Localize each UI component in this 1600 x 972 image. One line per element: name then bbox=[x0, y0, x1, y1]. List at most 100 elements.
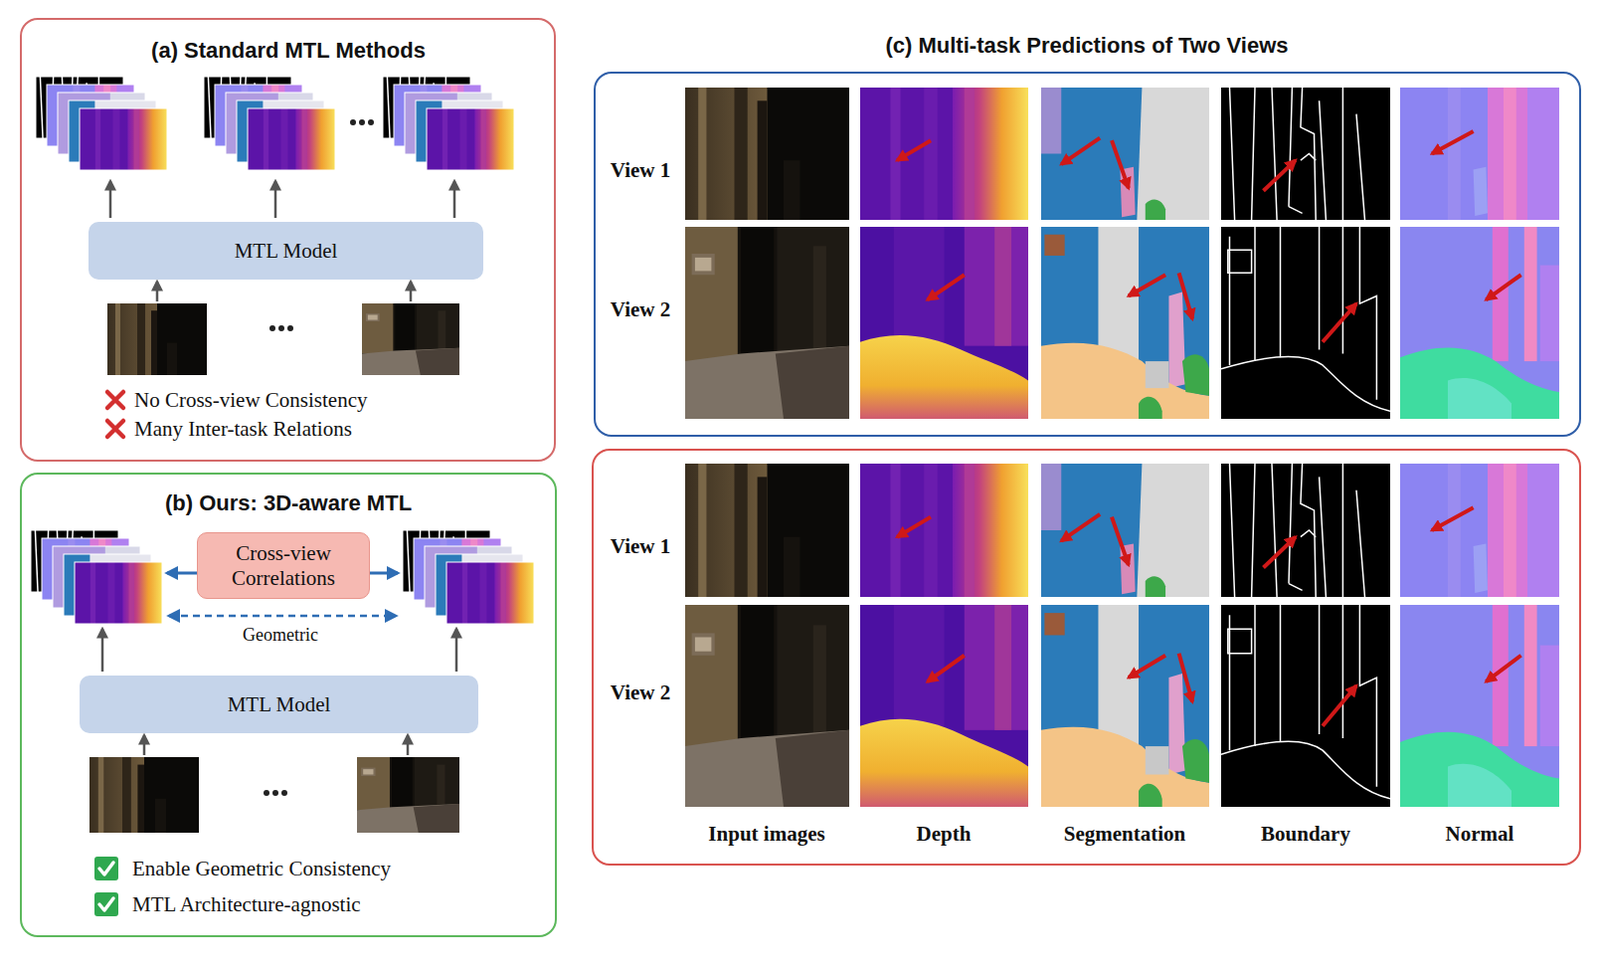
up-arrow bbox=[455, 628, 459, 672]
region bbox=[481, 108, 487, 171]
region bbox=[426, 108, 515, 171]
red-callout-arrow bbox=[1485, 655, 1521, 682]
edge-line bbox=[1228, 226, 1378, 400]
region bbox=[695, 636, 712, 651]
region bbox=[1136, 463, 1210, 597]
red-callout-arrow bbox=[1322, 685, 1357, 726]
column-label: Boundary bbox=[1260, 821, 1351, 847]
region bbox=[1145, 745, 1170, 774]
region bbox=[362, 768, 373, 774]
normal-map bbox=[1400, 463, 1560, 597]
region bbox=[1524, 226, 1538, 361]
ellipsis-dot bbox=[278, 325, 285, 332]
region bbox=[479, 561, 487, 624]
region bbox=[1503, 463, 1517, 597]
region bbox=[367, 315, 378, 321]
red-callout-arrow bbox=[1061, 138, 1100, 166]
input-thumbnail bbox=[356, 756, 460, 833]
input-image bbox=[685, 226, 850, 419]
dashed-double-arrow bbox=[169, 614, 396, 618]
node-text: MTL Architecture-agnostic bbox=[132, 891, 361, 917]
region bbox=[964, 87, 975, 220]
segmentation-map bbox=[1041, 226, 1210, 419]
region bbox=[685, 463, 768, 597]
check-icon bbox=[94, 891, 119, 916]
region bbox=[783, 536, 801, 597]
region bbox=[462, 561, 468, 624]
region bbox=[860, 226, 1029, 419]
red-callout-arrow bbox=[1263, 536, 1296, 568]
region bbox=[107, 303, 158, 375]
result-panel: View 1View 2 bbox=[591, 448, 1582, 866]
region bbox=[1044, 234, 1065, 256]
region bbox=[1041, 463, 1210, 597]
panel-box: (b) Ours: 3D-aware MTLEnable Geometric C… bbox=[19, 472, 557, 937]
region bbox=[1447, 763, 1512, 807]
region bbox=[685, 226, 850, 419]
segmentation-map bbox=[1041, 87, 1210, 220]
ellipsis-dot bbox=[281, 789, 288, 796]
red-callout-arrow bbox=[1061, 514, 1100, 541]
region bbox=[1145, 360, 1170, 388]
region bbox=[1503, 87, 1517, 220]
node-text: View 2 bbox=[610, 297, 671, 323]
region bbox=[1400, 463, 1560, 597]
region bbox=[361, 348, 460, 375]
up-arrow bbox=[156, 281, 160, 302]
arrow-label: Geometric bbox=[239, 624, 322, 646]
up-arrow bbox=[143, 734, 147, 755]
region bbox=[127, 108, 168, 171]
region bbox=[952, 463, 1029, 597]
region bbox=[302, 108, 308, 171]
region bbox=[1182, 738, 1210, 783]
region bbox=[107, 561, 115, 624]
region bbox=[1527, 87, 1560, 220]
region bbox=[437, 310, 446, 351]
region bbox=[1138, 783, 1163, 807]
region bbox=[1221, 604, 1391, 807]
depth-map bbox=[860, 87, 1029, 220]
normal-map bbox=[1400, 604, 1560, 807]
red-callout-arrow bbox=[1263, 160, 1296, 191]
node-text: (a) Standard MTL Methods bbox=[151, 37, 426, 64]
segmentation-map bbox=[1041, 604, 1210, 807]
region bbox=[95, 108, 101, 171]
region bbox=[394, 303, 415, 352]
correlation-box: Cross-view Correlations bbox=[196, 532, 370, 599]
region bbox=[115, 303, 121, 375]
region bbox=[813, 245, 827, 352]
region bbox=[1136, 87, 1210, 220]
region bbox=[1221, 463, 1391, 597]
region bbox=[1041, 604, 1210, 807]
input-image bbox=[685, 604, 850, 807]
region bbox=[1168, 673, 1186, 775]
panel-title: (c) Multi-task Predictions of Two Views bbox=[885, 32, 1288, 59]
region bbox=[685, 87, 850, 220]
region bbox=[295, 108, 336, 171]
region bbox=[442, 108, 448, 171]
segmentation-map bbox=[1041, 463, 1210, 597]
ellipsis-dot bbox=[350, 119, 356, 126]
region bbox=[740, 226, 774, 354]
edge-line bbox=[1228, 604, 1378, 787]
region bbox=[860, 604, 1029, 807]
node-text: Enable Geometric Consistency bbox=[132, 856, 391, 882]
prediction-layer bbox=[426, 108, 515, 171]
ellipsis-dot bbox=[358, 119, 365, 126]
region bbox=[446, 561, 534, 624]
red-callout-arrow bbox=[1485, 274, 1521, 300]
region bbox=[122, 561, 163, 624]
node-text: MTL Model bbox=[227, 692, 332, 717]
red-callout-arrow bbox=[1111, 517, 1129, 565]
region bbox=[415, 348, 460, 375]
red-callout-arrow bbox=[1179, 653, 1194, 703]
red-callout-arrow bbox=[896, 140, 931, 161]
prediction-layer bbox=[74, 561, 163, 624]
node-text: View 1 bbox=[610, 533, 671, 559]
ellipsis-dot bbox=[367, 119, 374, 126]
region bbox=[734, 463, 748, 597]
region bbox=[692, 632, 715, 655]
region bbox=[1168, 292, 1186, 389]
region bbox=[151, 310, 158, 375]
